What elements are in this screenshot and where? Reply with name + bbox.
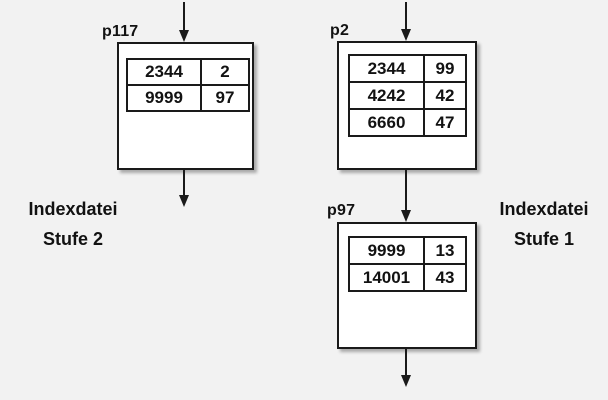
arrow-out-of-p117-line — [183, 170, 185, 196]
table-row: 9999 13 — [348, 236, 467, 265]
key-cell: 2344 — [348, 54, 425, 83]
arrow-p2-to-p97-line — [405, 170, 407, 211]
arrow-down-icon — [401, 375, 411, 387]
pointer-cell: 97 — [200, 84, 250, 112]
table-row: 14001 43 — [348, 263, 467, 292]
level-1-label-line2: Stufe 1 — [513, 229, 574, 249]
key-cell: 14001 — [348, 263, 425, 292]
key-cell: 9999 — [348, 236, 425, 265]
key-cell: 2344 — [126, 58, 202, 86]
index-table-p2: 2344 99 4242 42 6660 47 — [348, 54, 467, 137]
arrow-down-icon — [179, 195, 189, 207]
page-id-p117: p117 — [102, 23, 139, 40]
index-table-p97: 9999 13 14001 43 — [348, 236, 467, 292]
level-1-label: Indexdatei Stufe 1 — [479, 194, 608, 254]
pointer-cell: 43 — [423, 263, 467, 292]
table-row: 2344 99 — [348, 54, 467, 83]
table-row: 6660 47 — [348, 108, 467, 137]
pointer-cell: 2 — [200, 58, 250, 86]
level-2-label: Indexdatei Stufe 2 — [8, 194, 138, 254]
key-cell: 9999 — [126, 84, 202, 112]
level-2-label-line2: Stufe 2 — [42, 229, 103, 249]
table-row: 2344 2 — [126, 58, 250, 86]
page-id-p97: p97 — [327, 202, 356, 219]
level-2-label-line1: Indexdatei — [28, 199, 118, 219]
arrow-out-of-p97-line — [405, 349, 407, 376]
index-table-p117: 2344 2 9999 97 — [126, 58, 250, 112]
arrow-down-icon — [401, 29, 411, 41]
arrow-down-icon — [179, 30, 189, 42]
pointer-cell: 47 — [423, 108, 467, 137]
arrow-down-icon — [401, 210, 411, 222]
key-cell: 6660 — [348, 108, 425, 137]
table-row: 4242 42 — [348, 81, 467, 110]
table-row: 9999 97 — [126, 84, 250, 112]
page-id-p2: p2 — [330, 22, 350, 39]
level-1-label-line1: Indexdatei — [499, 199, 589, 219]
pointer-cell: 13 — [423, 236, 467, 265]
arrow-into-p2-line — [405, 2, 407, 30]
key-cell: 4242 — [348, 81, 425, 110]
arrow-into-p117-line — [183, 2, 185, 31]
pointer-cell: 99 — [423, 54, 467, 83]
pointer-cell: 42 — [423, 81, 467, 110]
